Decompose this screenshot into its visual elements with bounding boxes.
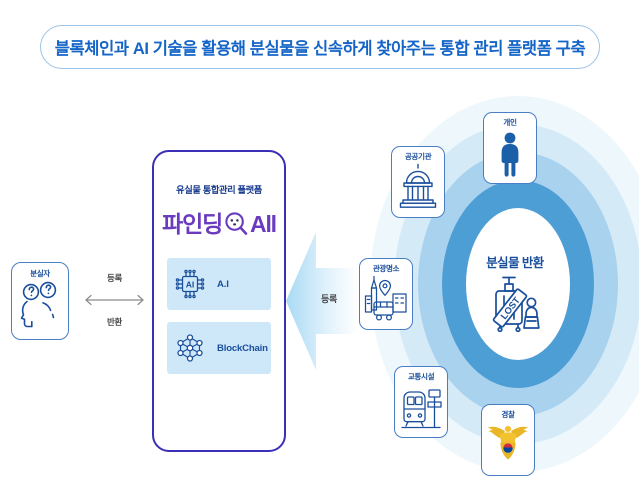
logo-suffix: All (250, 210, 277, 237)
tech-badge-blockchain[interactable]: BlockChain (167, 322, 271, 374)
train-station-icon (401, 389, 442, 429)
inbound-arrow-label: 등록 (321, 294, 337, 304)
inbound-arrow (286, 232, 358, 370)
platform-logo: 파인딩 All (162, 210, 277, 237)
hub-label: 분실물 반환 (486, 256, 544, 270)
bidirectional-arrow-icon (85, 294, 144, 306)
police-eagle-emblem-icon (487, 426, 529, 460)
exchange-arrow-group: 등록 반환 (82, 272, 147, 328)
actor-card-loser[interactable]: 분실자 (11, 262, 69, 340)
lost-luggage-icon: LOST (492, 276, 540, 333)
person-icon (501, 132, 519, 177)
page-title: 블록체인과 AI 기술을 활용해 분실물을 신속하게 찾아주는 통합 관리 플랫… (54, 40, 586, 58)
cityscape-bus-icon (364, 275, 407, 321)
node-label-individual: 개인 (503, 118, 517, 127)
logo-prefix: 파인딩 (162, 210, 223, 237)
tech-badge-ai[interactable]: AI A.I (167, 258, 271, 310)
svg-text:AI: AI (186, 280, 195, 290)
blockchain-nodes-icon (177, 334, 203, 362)
node-label-public-institution: 공공기관 (404, 152, 432, 161)
head-with-question-marks-icon (20, 281, 57, 328)
ai-chip-icon: AI (175, 269, 205, 299)
tech-badge-label-ai: A.I (217, 278, 229, 290)
node-card-individual[interactable]: 개인 (483, 112, 537, 184)
node-card-tourist-attraction[interactable]: 관광명소 (359, 258, 413, 330)
node-label-tourist-attraction: 관광명소 (372, 264, 400, 273)
magnifier-face-icon (225, 212, 248, 235)
tech-badge-label-blockchain: BlockChain (217, 342, 268, 354)
node-card-police[interactable]: 경찰 (481, 404, 535, 476)
node-label-police: 경찰 (501, 410, 515, 419)
platform-card[interactable]: 유실물 통합관리 플랫폼 파인딩 All (152, 150, 286, 452)
government-building-icon (399, 163, 437, 208)
node-card-public-institution[interactable]: 공공기관 (391, 146, 445, 218)
exchange-label-return: 반환 (106, 317, 123, 327)
title-banner: 블록체인과 AI 기술을 활용해 분실물을 신속하게 찾아주는 통합 관리 플랫… (40, 25, 600, 69)
node-card-transport-facility[interactable]: 교통시설 (394, 366, 448, 438)
exchange-label-register: 등록 (106, 273, 123, 283)
platform-header: 유실물 통합관리 플랫폼 (176, 185, 262, 195)
node-label-transport-facility: 교통시설 (407, 372, 435, 381)
actor-label-loser: 분실자 (30, 269, 50, 278)
